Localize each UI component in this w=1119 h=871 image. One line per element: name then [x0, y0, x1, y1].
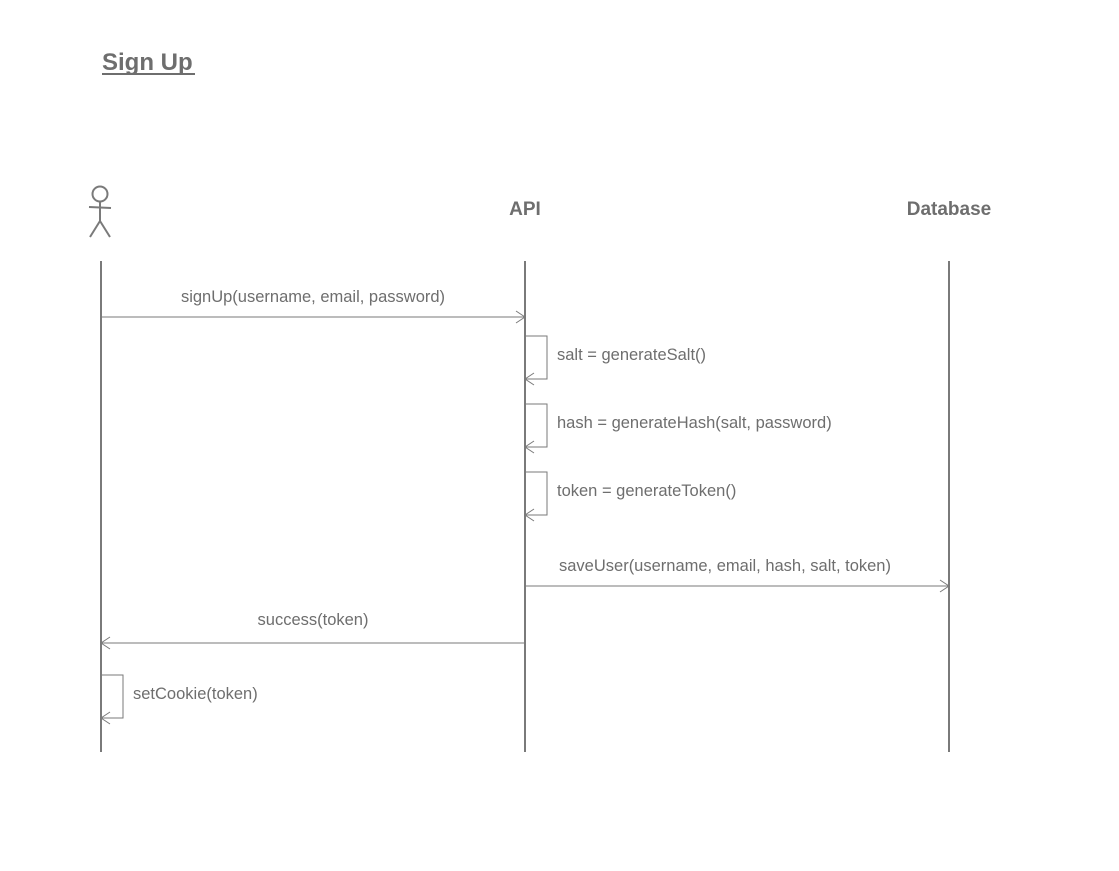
message-label-generate-salt: salt = generateSalt(): [557, 346, 706, 364]
message-label-save-user: saveUser(username, email, hash, salt, to…: [559, 557, 891, 575]
self-message-arrow-generate-token: [524, 471, 548, 522]
actor-icon: [88, 185, 112, 238]
message-label-generate-token: token = generateToken(): [557, 482, 736, 500]
participant-label-api: API: [509, 199, 541, 220]
self-message-arrow-generate-hash: [524, 403, 548, 454]
message-arrow-save-user: [525, 579, 950, 593]
message-label-signup: signUp(username, email, password): [181, 288, 445, 306]
participant-label-database: Database: [907, 199, 992, 220]
message-label-generate-hash: hash = generateHash(salt, password): [557, 414, 832, 432]
page-title: Sign Up: [102, 49, 193, 76]
message-label-set-cookie: setCookie(token): [133, 685, 258, 703]
self-message-arrow-generate-salt: [524, 335, 548, 386]
message-arrow-signup: [101, 310, 526, 324]
self-message-arrow-set-cookie: [100, 674, 124, 725]
message-label-success: success(token): [258, 611, 369, 629]
message-arrow-success: [100, 636, 525, 650]
